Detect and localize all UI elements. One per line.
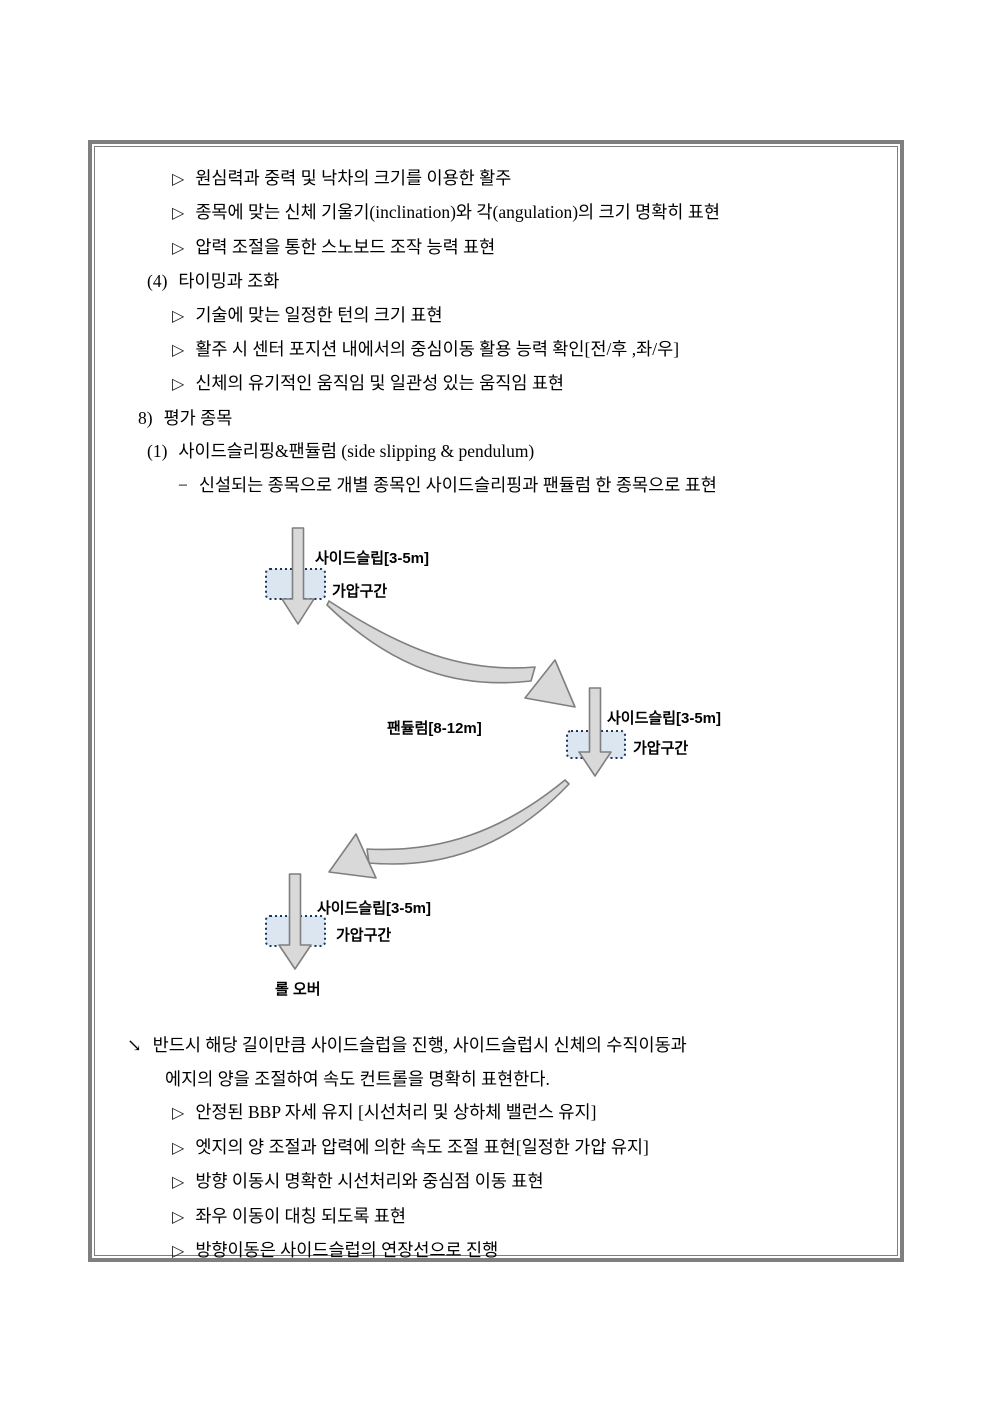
triangle-bullet-icon: ▷ — [172, 1208, 185, 1226]
list-item: ▷ 신체의 유기적인 움직임 및 일관성 있는 움직임 표현 — [172, 367, 897, 401]
side-slip-label-1: 사이드슬립[3-5m] — [315, 550, 429, 567]
list-text: 신설되는 종목으로 개별 종목인 사이드슬리핑과 팬듈럼 한 종목으로 표현 — [198, 474, 717, 495]
list-item: ▷ 활주 시 센터 포지션 내에서의 중심이동 활용 능력 확인[전/후 ,좌/… — [172, 333, 897, 367]
roll-over-label: 롤 오버 — [275, 981, 321, 998]
list-text: 안정된 BBP 자세 유지 [시선처리 및 상하체 밸런스 유지] — [195, 1102, 597, 1123]
triangle-bullet-icon: ▷ — [172, 171, 185, 188]
list-text: 방향이동은 사이드슬럽의 연장선으로 진행 — [195, 1239, 499, 1260]
triangle-bullet-icon: ▷ — [172, 342, 185, 360]
list-item: ▷ 압력 조절을 통한 스노보드 조작 능력 표현 — [172, 231, 897, 265]
list-text: 활주 시 센터 포지션 내에서의 중심이동 활용 능력 확인[전/후 ,좌/우] — [195, 339, 680, 360]
list-item: ▷ 좌우 이동이 대칭 되도록 표현 — [172, 1200, 897, 1234]
list-text: 종목에 맞는 신체 기울기(inclination)와 각(angulation… — [195, 202, 720, 223]
down-arrow-3 — [278, 873, 312, 970]
note-item: ↘ 반드시 해당 길이만큼 사이드슬럽을 진행, 사이드슬럽시 신체의 수직이동… — [127, 1029, 897, 1062]
notes-block: ↘ 반드시 해당 길이만큼 사이드슬럽을 진행, 사이드슬럽시 신체의 수직이동… — [95, 1029, 897, 1268]
curved-arrow-1 — [326, 600, 536, 684]
list-text: 원심력과 중력 및 낙차의 크기를 이용한 활주 — [195, 168, 512, 188]
list-item: ▷ 종목에 맞는 신체 기울기(inclination)와 각(angulati… — [172, 196, 897, 230]
list-text: 신체의 유기적인 움직임 및 일관성 있는 움직임 표현 — [195, 373, 565, 394]
section-heading: 8) 평가 종목 — [138, 402, 897, 435]
side-slipping-pendulum-diagram: 사이드슬립[3-5m] 가압구간 팬듈럼[8-12m] 사이드슬립[3-5m] … — [265, 527, 721, 998]
list-text: 기술에 맞는 일정한 턴의 크기 표현 — [195, 304, 443, 325]
page-border: ▷ 원심력과 중력 및 낙차의 크기를 이용한 활주 ▷ 종목에 맞는 신체 기… — [88, 140, 904, 1262]
pressure-zone-label-2: 가압구간 — [633, 740, 688, 757]
list-item: ▷ 안정된 BBP 자세 유지 [시선처리 및 상하체 밸런스 유지] — [172, 1096, 897, 1130]
list-text: 압력 조절을 통한 스노보드 조작 능력 표현 — [195, 236, 496, 257]
triangle-bullet-icon: ▷ — [172, 1242, 185, 1260]
list-item: ▷ 방향이동은 사이드슬럽의 연장선으로 진행 — [172, 1234, 897, 1268]
down-arrow-2 — [578, 687, 612, 777]
note-text: 에지의 양을 조절하여 속도 컨트롤을 명확히 표현한다. — [165, 1068, 550, 1089]
side-slip-label-3: 사이드슬립[3-5m] — [317, 900, 431, 917]
list-text: 엣지의 양 조절과 압력에 의한 속도 조절 표현[일정한 가압 유지] — [195, 1136, 649, 1157]
page-border-inner: ▷ 원심력과 중력 및 낙차의 크기를 이용한 활주 ▷ 종목에 맞는 신체 기… — [94, 146, 898, 1260]
triangle-bullet-icon: ▷ — [172, 1139, 185, 1157]
curved-arrow-1-head — [524, 659, 576, 708]
curved-arrow-2 — [366, 779, 570, 865]
triangle-bullet-icon: ▷ — [172, 1105, 185, 1123]
page-content: ▷ 원심력과 중력 및 낙차의 크기를 이용한 활주 ▷ 종목에 맞는 신체 기… — [95, 147, 897, 1260]
triangle-bullet-icon: ▷ — [172, 239, 185, 257]
dash-bullet: − — [178, 474, 188, 495]
curved-arrow-2-head — [328, 833, 377, 879]
subsection-title: 사이드슬리핑&팬듈럼 (side slipping & pendulum) — [178, 441, 535, 462]
pendulum-label: 팬듈럼[8-12m] — [387, 720, 482, 737]
list-item: ▷ 원심력과 중력 및 낙차의 크기를 이용한 활주 — [172, 162, 897, 196]
pressure-zone-label-3: 가압구간 — [336, 927, 391, 944]
list-text: 타이밍과 조화 — [178, 271, 280, 292]
note-item-continuation: 에지의 양을 조절하여 속도 컨트롤을 명확히 표현한다. — [165, 1063, 897, 1096]
down-arrow-1 — [281, 527, 315, 625]
list-item: − 신설되는 종목으로 개별 종목인 사이드슬리핑과 팬듈럼 한 종목으로 표현 — [178, 469, 897, 502]
subsection-number: (1) — [147, 441, 168, 462]
list-item: ▷ 기술에 맞는 일정한 턴의 크기 표현 — [172, 299, 897, 333]
triangle-bullet-icon: ▷ — [172, 1174, 185, 1192]
list-item: ▷ 방향 이동시 명확한 시선처리와 중심점 이동 표현 — [172, 1165, 897, 1199]
subsection-heading: (1) 사이드슬리핑&팬듈럼 (side slipping & pendulum… — [147, 435, 897, 468]
section-title: 평가 종목 — [163, 407, 233, 428]
triangle-bullet-icon: ▷ — [172, 376, 185, 394]
southeast-arrow-icon: ↘ — [127, 1035, 142, 1056]
triangle-bullet-icon: ▷ — [172, 307, 185, 325]
list-text: 방향 이동시 명확한 시선처리와 중심점 이동 표현 — [195, 1171, 544, 1192]
section-number: 8) — [138, 407, 153, 428]
triangle-bullet-icon: ▷ — [172, 205, 185, 223]
side-slip-label-2: 사이드슬립[3-5m] — [607, 710, 721, 727]
list-number: (4) — [147, 271, 168, 292]
list-item: ▷ 엣지의 양 조절과 압력에 의한 속도 조절 표현[일정한 가압 유지] — [172, 1131, 897, 1165]
note-text: 반드시 해당 길이만큼 사이드슬럽을 진행, 사이드슬럽시 신체의 수직이동과 — [152, 1035, 687, 1056]
pressure-zone-label-1: 가압구간 — [332, 583, 387, 600]
list-item: (4) 타이밍과 조화 — [147, 265, 897, 298]
list-text: 좌우 이동이 대칭 되도록 표현 — [195, 1205, 407, 1226]
